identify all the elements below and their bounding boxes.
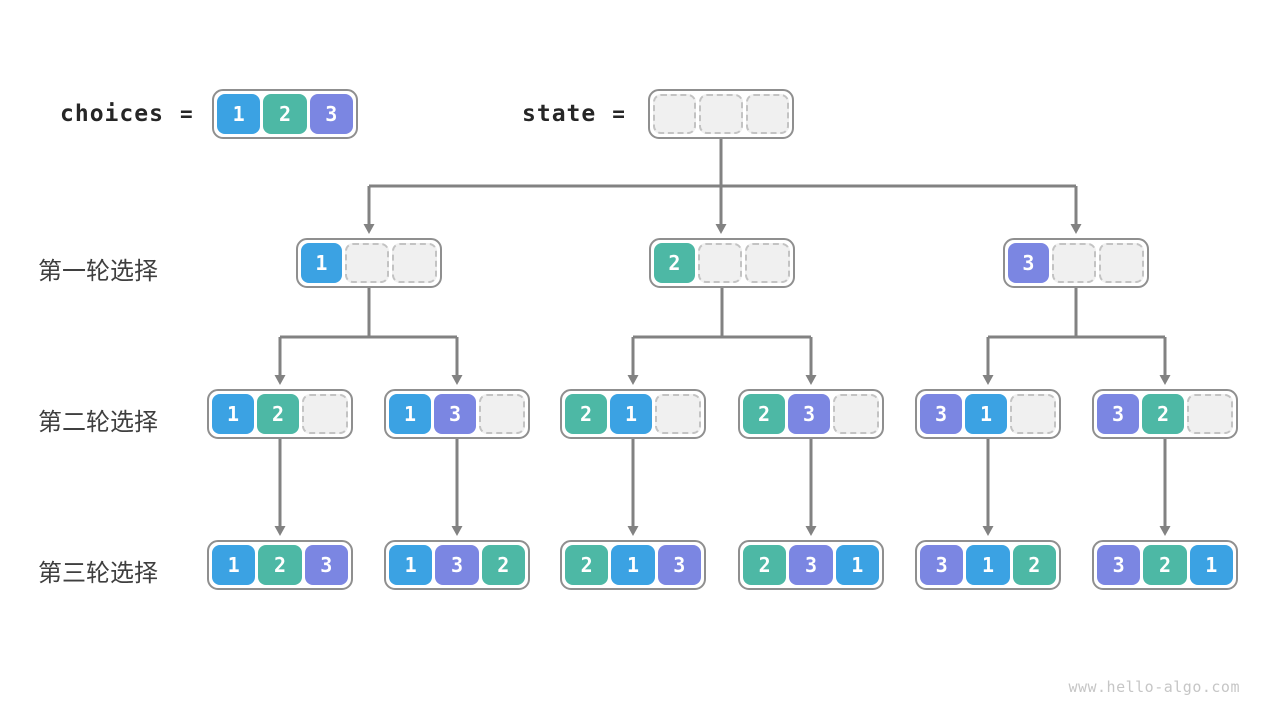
empty-cell	[392, 243, 438, 283]
value-cell-2: 2	[743, 394, 785, 434]
value-cell-1: 1	[301, 243, 342, 283]
arrowhead	[363, 224, 375, 234]
state-label: state	[522, 101, 597, 127]
arrowhead	[805, 375, 817, 385]
value-cell-3: 3	[309, 94, 353, 134]
round-1-label: 第一轮选择	[38, 258, 158, 285]
value-cell-1: 1	[610, 394, 652, 434]
arrowhead	[982, 526, 994, 536]
arrowhead	[451, 375, 463, 385]
value-cell-2: 2	[565, 545, 609, 585]
value-cell-3: 3	[434, 394, 476, 434]
choices-header: choices =	[60, 89, 193, 139]
empty-cell	[302, 394, 348, 434]
value-cell-2: 2	[1143, 545, 1187, 585]
empty-cell	[745, 243, 791, 283]
empty-cell	[1051, 243, 1097, 283]
empty-cell	[655, 394, 701, 434]
empty-cell	[1099, 243, 1145, 283]
round-2-label: 第二轮选择	[38, 409, 158, 436]
equals-sign: =	[612, 102, 625, 126]
value-cell-1: 1	[217, 94, 261, 134]
value-cell-1: 1	[966, 545, 1010, 585]
arrowhead	[274, 375, 286, 385]
equals-sign: =	[179, 102, 193, 126]
value-cell-3: 3	[788, 394, 830, 434]
value-cell-2: 2	[1012, 545, 1056, 585]
arrowhead	[627, 526, 639, 536]
value-cell-2: 2	[263, 94, 307, 134]
value-cell-2: 2	[654, 243, 695, 283]
value-cell-3: 3	[435, 545, 479, 585]
value-cell-1: 1	[389, 545, 433, 585]
arrowhead	[451, 526, 463, 536]
array-box-state	[648, 89, 794, 139]
value-cell-3: 3	[1097, 545, 1141, 585]
value-cell-1: 1	[965, 394, 1007, 434]
empty-cell	[479, 394, 525, 434]
arrowhead	[1070, 224, 1082, 234]
arrowhead	[1159, 526, 1171, 536]
empty-cell	[344, 243, 390, 283]
empty-cell	[699, 94, 743, 134]
value-cell-3: 3	[657, 545, 701, 585]
state-header: state =	[522, 89, 625, 139]
choices-label: choices	[60, 101, 164, 127]
empty-cell	[1187, 394, 1233, 434]
value-cell-1: 1	[1189, 545, 1233, 585]
value-cell-2: 2	[257, 394, 299, 434]
arrowhead	[715, 224, 727, 234]
value-cell-2: 2	[565, 394, 607, 434]
empty-cell	[697, 243, 743, 283]
empty-cell	[833, 394, 879, 434]
value-cell-3: 3	[920, 394, 962, 434]
arrowhead	[805, 526, 817, 536]
arrowhead	[274, 526, 286, 536]
value-cell-3: 3	[1097, 394, 1139, 434]
arrowhead	[982, 375, 994, 385]
array-box-round1-2: 3	[1003, 238, 1149, 288]
value-cell-1: 1	[611, 545, 655, 585]
value-cell-2: 2	[481, 545, 525, 585]
array-box-round1-0: 1	[296, 238, 442, 288]
value-cell-3: 3	[789, 545, 833, 585]
value-cell-1: 1	[389, 394, 431, 434]
value-cell-1: 1	[212, 545, 256, 585]
value-cell-3: 3	[920, 545, 964, 585]
watermark: www.hello-algo.com	[1068, 678, 1240, 696]
value-cell-2: 2	[743, 545, 787, 585]
round-3-label: 第三轮选择	[38, 560, 158, 587]
arrowhead	[1159, 375, 1171, 385]
value-cell-1: 1	[835, 545, 879, 585]
value-cell-1: 1	[212, 394, 254, 434]
value-cell-3: 3	[304, 545, 348, 585]
value-cell-2: 2	[258, 545, 302, 585]
empty-cell	[745, 94, 789, 134]
empty-cell	[653, 94, 697, 134]
value-cell-2: 2	[1142, 394, 1184, 434]
array-box-round1-1: 2	[649, 238, 795, 288]
arrowhead	[627, 375, 639, 385]
value-cell-3: 3	[1008, 243, 1049, 283]
empty-cell	[1010, 394, 1056, 434]
